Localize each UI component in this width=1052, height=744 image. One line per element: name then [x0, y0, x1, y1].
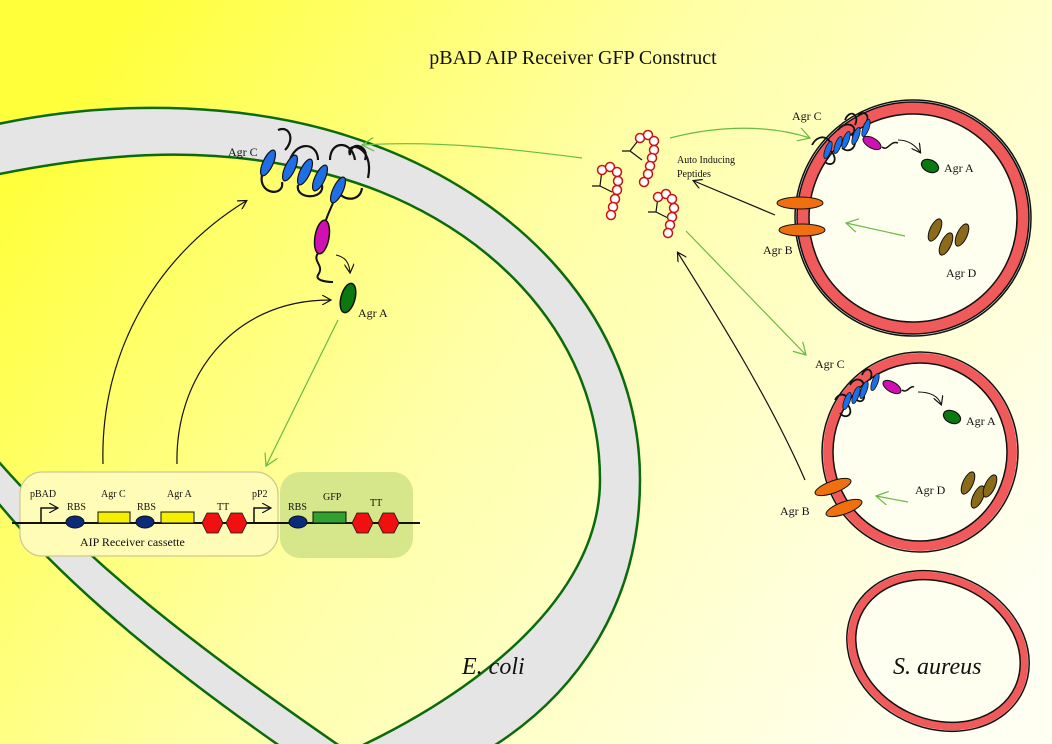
saureus1-agrA: [920, 158, 940, 174]
promoter2-label: pP2: [252, 489, 268, 500]
rbs1-label: RBS: [67, 502, 86, 513]
term1-label: TT: [217, 502, 229, 513]
gene2-label: Agr A: [167, 489, 193, 500]
saureus1-agrB-top: [776, 196, 824, 210]
saureus-label: S. aureus: [893, 654, 981, 680]
saureus2-agrB-top: [814, 477, 852, 497]
aip-label-line2: Peptides: [677, 169, 711, 180]
aip-residue: [604, 161, 616, 173]
saureus2-agrA: [942, 409, 962, 425]
rbs2-icon: [135, 515, 155, 529]
agrA-gene: [160, 511, 195, 524]
saureus1-agrC-label: Agr C: [792, 109, 822, 123]
agrA-expression-arrow: [176, 300, 330, 465]
aip-residue: [648, 135, 660, 147]
aip-residue: [642, 168, 654, 180]
aip-residue: [662, 227, 674, 239]
rbs3-label: RBS: [288, 502, 307, 513]
page-title: pBAD AIP Receiver GFP Construct: [429, 47, 717, 69]
aip-residue: [611, 166, 623, 178]
saureus2-agrD-arrow: [876, 496, 909, 502]
ecoli-agrC-receptor: Agr C: [228, 127, 371, 283]
saureus1-agrD-a: [927, 218, 943, 242]
aip-residue: [668, 202, 680, 214]
rbs1-icon: [65, 515, 85, 529]
saureus1-agrB-bottom: [778, 223, 826, 237]
saureus2-agrC-label: Agr C: [815, 357, 845, 371]
terminator1a-icon: [201, 512, 224, 534]
rbs2-label: RBS: [137, 502, 156, 513]
ecoli-agrA-label: Agr A: [358, 306, 388, 320]
saureus-cell-2: Agr C Agr A Agr B Agr D: [780, 351, 1019, 553]
aip-residue: [612, 175, 624, 187]
aip-receiver-cassette: pBAD RBS Agr C RBS Agr A TT pP2 RBS GFP …: [12, 471, 420, 558]
agrA-activation-arrow: [266, 319, 339, 466]
auto-inducing-peptides: [592, 129, 680, 239]
saureus1-agrD-c: [954, 223, 970, 247]
ecoli-label: E. coli: [461, 654, 525, 680]
saureus2-agrB-bottom: [825, 498, 863, 518]
aip-to-saureus2-arrow: [685, 230, 806, 355]
agrC-expression-arrow: [102, 201, 246, 465]
saureus1-agrD-arrow: [846, 223, 906, 237]
terminator2b-icon: [377, 512, 400, 534]
agrB2-export-arrow: [678, 253, 806, 481]
aip-tail: [622, 137, 643, 161]
ecoli-agrC-label: Agr C: [228, 145, 258, 159]
pp2-promoter-icon: [253, 508, 270, 523]
aip-to-ecoli-arrow: [362, 144, 583, 159]
saureus2-agrD-label: Agr D: [915, 483, 946, 497]
term2-label: TT: [370, 498, 382, 509]
ecoli-agrA: [339, 282, 357, 314]
pbad-promoter-icon: [40, 508, 57, 523]
aip-residue: [666, 193, 678, 205]
rbs3-icon: [288, 515, 308, 529]
promoter1-label: pBAD: [30, 489, 56, 500]
saureus1-agrA-label: Agr A: [944, 161, 974, 175]
aip-label-line1: Auto Inducing: [677, 155, 735, 166]
aip-residue: [642, 129, 654, 141]
saureus2-agrB-label: Agr B: [780, 504, 810, 518]
terminator1b-icon: [225, 512, 248, 534]
agrC-gene: [97, 511, 131, 524]
aip-tail: [592, 169, 613, 193]
aip-residue: [605, 209, 617, 221]
aip-residue: [638, 176, 650, 188]
aip-residue: [611, 184, 623, 196]
saureus1-agrB-label: Agr B: [763, 243, 793, 257]
saureus-cell-1: Agr C Agr A Agr B Agr D: [763, 99, 1032, 337]
terminator2a-icon: [351, 512, 374, 534]
saureus2-agrD-a: [960, 471, 976, 495]
saureus1-agrD-label: Agr D: [946, 266, 977, 280]
saureus2-agrA-label: Agr A: [966, 414, 996, 428]
saureus-cell-3: S. aureus: [846, 569, 1030, 733]
saureus2-agrD-b: [970, 485, 986, 509]
saureus1-agrD-b: [938, 232, 954, 256]
agrB1-export-arrow: [694, 181, 776, 216]
gene1-label: Agr C: [101, 489, 126, 500]
gene3-label: GFP: [323, 492, 342, 503]
aip-to-saureus1-arrow: [669, 128, 810, 138]
saureus2-agrD-c: [982, 474, 998, 498]
gfp-gene: [312, 511, 347, 524]
cassette-label: AIP Receiver cassette: [80, 535, 185, 549]
